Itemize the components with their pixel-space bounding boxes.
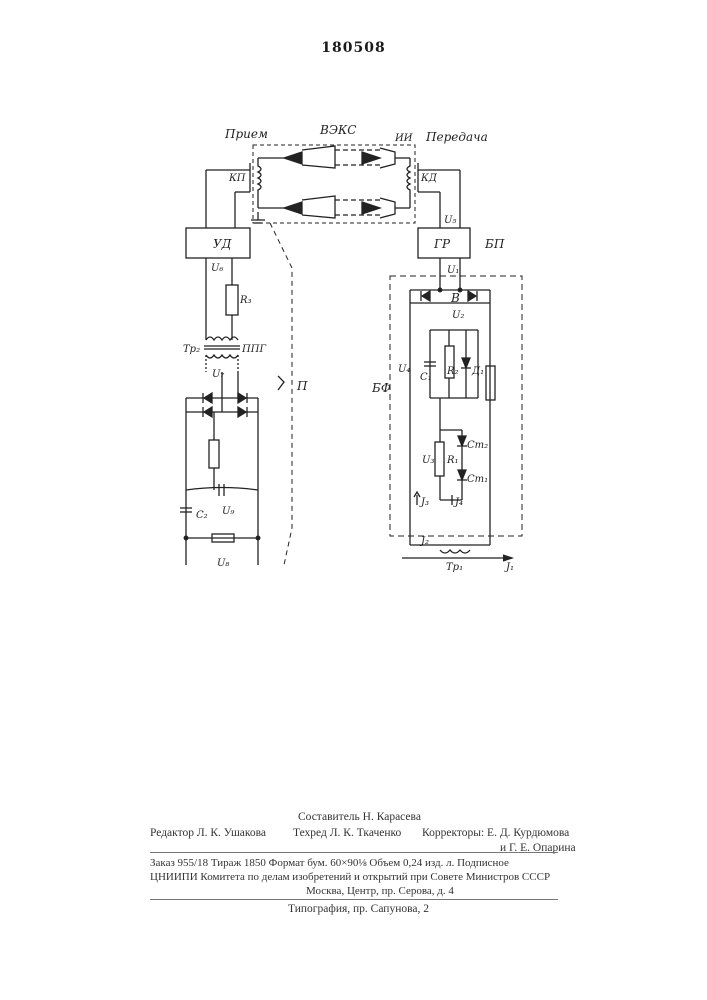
colophon-rule-2: [150, 899, 558, 900]
colophon-address-line: Москва, Центр, пр. Серова, д. 4: [306, 885, 454, 897]
label-d1: Д₁: [471, 366, 484, 377]
label-veks: ВЭКС: [319, 123, 356, 137]
colophon-rule-1: [150, 852, 558, 853]
colophon-editor: Редактор Л. К. Ушакова: [150, 827, 266, 839]
label-j1: J₁: [504, 562, 514, 573]
label-j3: J₃: [419, 497, 429, 508]
label-c1: C₁: [420, 372, 432, 383]
label-peredacha: Передача: [425, 130, 488, 144]
label-u1: U₁: [447, 265, 459, 276]
colophon-compiler: Составитель Н. Карасева: [298, 811, 421, 823]
label-u4: U₄: [398, 364, 410, 375]
label-st2: Ст₂: [467, 440, 488, 451]
label-ud: УД: [213, 237, 232, 251]
label-b: В: [450, 291, 460, 305]
label-u5: U₅: [444, 215, 456, 226]
label-u2: U₂: [452, 310, 464, 321]
colophon-printing-line: Типография, пр. Сапунова, 2: [288, 903, 429, 915]
label-j2: J₂: [419, 536, 429, 547]
colophon-tech-editor: Техред Л. К. Ткаченко: [293, 827, 401, 839]
label-r1: R₁: [446, 455, 459, 466]
label-ii: ИИ: [394, 133, 413, 144]
label-kd: КД: [420, 173, 438, 184]
label-kp: КП: [228, 173, 246, 184]
colophon-proofreaders-1: Корректоры: Е. Д. Курдюмова: [422, 827, 569, 839]
label-p: П: [296, 379, 308, 393]
label-bp: БП: [484, 237, 505, 251]
label-st1: Ст₁: [467, 474, 488, 485]
label-r2: R₂: [446, 366, 459, 377]
label-tr2: Тр₂: [183, 344, 200, 355]
label-u9: U₉: [222, 506, 234, 517]
label-gr: ГР: [433, 237, 451, 251]
label-c2: C₂: [196, 510, 208, 521]
colophon-order-line: Заказ 955/18 Тираж 1850 Формат бум. 60×9…: [150, 857, 509, 869]
label-tr1: Тр₁: [446, 562, 463, 573]
circuit-labels: Прием ВЭКС ИИ Передача КП КД УД ГР БП U₅…: [0, 0, 707, 760]
colophon-org-line: ЦНИИПИ Комитета по делам изобретений и о…: [150, 871, 550, 883]
label-bf: БФ: [371, 381, 391, 395]
label-u3: U₃: [422, 455, 434, 466]
label-ppg: ППГ: [241, 344, 266, 355]
label-r3: R₃: [239, 295, 252, 306]
label-u8: U₈: [217, 558, 229, 569]
label-priem: Прием: [224, 127, 268, 141]
label-u6: U₆: [211, 263, 223, 274]
label-u7: U₇: [212, 369, 224, 380]
label-j4: J₄: [453, 497, 463, 508]
